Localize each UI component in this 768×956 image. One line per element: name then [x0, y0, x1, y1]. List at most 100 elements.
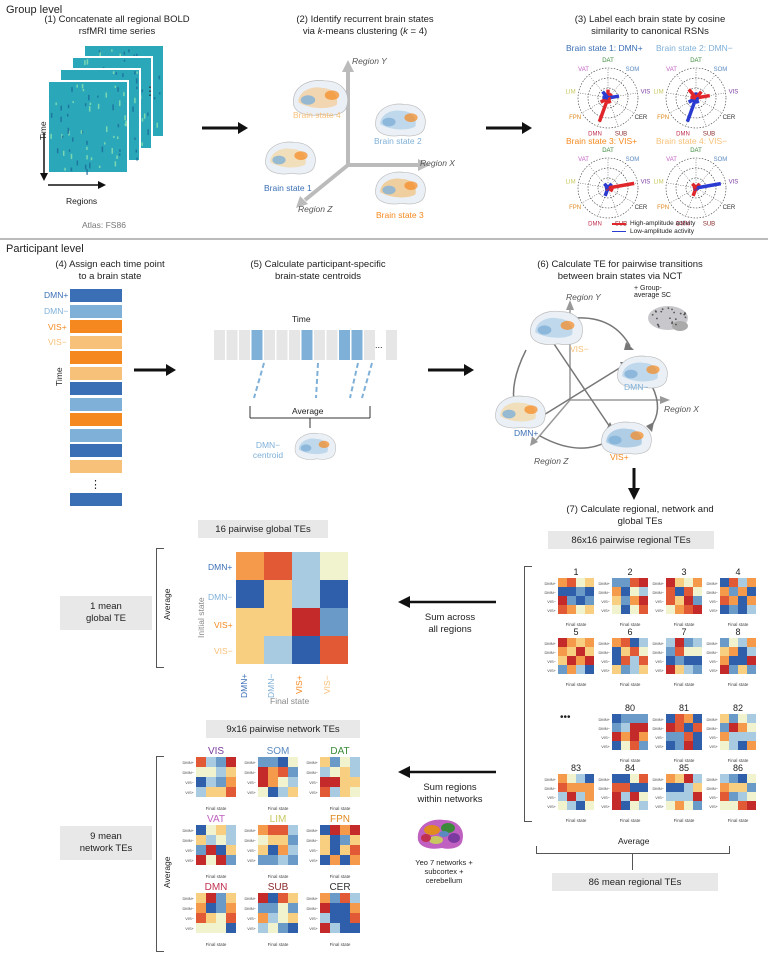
timeline-cell: [251, 330, 263, 360]
mini-heatmap-cell: [639, 605, 648, 614]
mini-heatmap-cell: [666, 732, 675, 741]
network-xlabel: Final state: [330, 942, 351, 947]
network-left-bracket: [156, 756, 164, 952]
mini-heatmap-cell: [630, 596, 639, 605]
mini-heatmap-cell: [621, 732, 630, 741]
mini-heatmap-cell: [226, 855, 236, 865]
kmeans-state-space: [265, 60, 430, 208]
mini-heatmap-cell: [639, 596, 648, 605]
global-heatmap-cell: [292, 608, 320, 636]
regional-row-label: VIS+: [709, 668, 718, 673]
regional-row-label: VIS−: [655, 599, 664, 604]
mini-heatmap-cell: [278, 913, 288, 923]
mini-heatmap-cell: [320, 845, 330, 855]
regional-row-label: DMN−: [545, 650, 557, 655]
regional-heatmap: [612, 578, 648, 614]
mini-heatmap-cell: [621, 596, 630, 605]
regional-xlabel: Final state: [566, 682, 587, 687]
step4-title: (4) Assign each time point to a brain st…: [55, 259, 165, 282]
global-heatmap-cell: [236, 608, 264, 636]
radar-rsn-label: CER: [723, 115, 736, 121]
mini-heatmap-cell: [693, 647, 702, 656]
timeline-cell: [326, 330, 338, 360]
regional-row-label: DMN−: [653, 590, 665, 595]
mini-heatmap-cell: [720, 638, 729, 647]
mini-heatmap-cell: [340, 923, 350, 933]
mini-heatmap-cell: [558, 665, 567, 674]
mini-heatmap-cell: [639, 783, 648, 792]
mini-heatmap-cell: [567, 638, 576, 647]
state-time-block: [70, 320, 122, 333]
mini-heatmap-cell: [216, 845, 226, 855]
mini-heatmap-cell: [738, 656, 747, 665]
mini-heatmap-cell: [612, 596, 621, 605]
mini-heatmap-cell: [666, 714, 675, 723]
regional-row-label: VIS+: [709, 804, 718, 809]
mini-heatmap-cell: [268, 757, 278, 767]
legend-high-label: High-amplitude activity: [630, 220, 696, 227]
mini-heatmap-cell: [747, 714, 756, 723]
participant-level-label: Participant level: [6, 243, 84, 255]
regional-row-label: VIS+: [547, 804, 556, 809]
state-time-block: [70, 413, 122, 426]
mini-heatmap-cell: [196, 825, 206, 835]
regional-number: 5: [573, 627, 578, 637]
regional-number: 81: [679, 703, 689, 713]
yeo-network-brain-icon: [417, 819, 464, 849]
mini-heatmap-cell: [288, 903, 298, 913]
mini-heatmap-cell: [738, 801, 747, 810]
step2-title: (2) Identify recurrent brain states via …: [260, 14, 470, 37]
regional-row-label: DMN+: [707, 717, 719, 722]
mini-heatmap-cell: [639, 587, 648, 596]
mini-heatmap-cell: [206, 835, 216, 845]
mini-heatmap-cell: [340, 825, 350, 835]
mini-heatmap-cell: [268, 767, 278, 777]
network-heatmap: [320, 757, 360, 797]
regional-row-label: VIS−: [655, 659, 664, 664]
network-xlabel: Final state: [206, 874, 227, 879]
global-heatmap-cell: [320, 552, 348, 580]
mini-heatmap-cell: [268, 893, 278, 903]
mini-heatmap-cell: [675, 783, 684, 792]
mini-heatmap-cell: [585, 656, 594, 665]
global-heatmap-cell: [320, 608, 348, 636]
mini-heatmap-cell: [729, 647, 738, 656]
regional-row-label: VIS+: [655, 608, 664, 613]
network-name: DMN: [205, 882, 228, 893]
network-row-label: DMN−: [307, 838, 319, 843]
network-mean-box: 9 mean network TEs: [60, 826, 152, 860]
mini-heatmap-cell: [666, 587, 675, 596]
radar-rsn-label: SOM: [626, 157, 640, 163]
sum-all-regions-label: Sum across all regions: [424, 612, 476, 635]
mini-heatmap-cell: [576, 656, 585, 665]
network-row-label: VIS−: [247, 916, 256, 921]
mini-heatmap-cell: [675, 665, 684, 674]
mini-heatmap-cell: [258, 767, 268, 777]
radar-rsn-label: DAT: [602, 148, 614, 154]
step2-line1: (2) Identify recurrent brain states: [296, 14, 434, 25]
mini-heatmap-cell: [684, 647, 693, 656]
mini-heatmap-cell: [693, 578, 702, 587]
mini-heatmap-cell: [340, 787, 350, 797]
regional-row-label: DMN−: [599, 650, 611, 655]
network-row-label: DMN+: [183, 760, 195, 765]
radar-activity-spoke: [687, 88, 698, 100]
mini-heatmap-cell: [567, 596, 576, 605]
mini-heatmap-cell: [288, 845, 298, 855]
mini-heatmap-cell: [567, 605, 576, 614]
network-row-label: DMN+: [245, 760, 257, 765]
mini-heatmap-cell: [747, 578, 756, 587]
mini-heatmap-cell: [320, 777, 330, 787]
mini-heatmap-cell: [675, 596, 684, 605]
atlas-label: Atlas: FS86: [82, 220, 126, 230]
mini-heatmap-cell: [196, 923, 206, 933]
mini-heatmap-cell: [675, 732, 684, 741]
regional-heatmap: [720, 774, 756, 810]
regional-heatmap: [612, 774, 648, 810]
regional-row-label: DMN+: [653, 777, 665, 782]
mini-heatmap-cell: [639, 723, 648, 732]
region-x-label: Region X: [420, 158, 455, 168]
regional-row-label: DMN−: [653, 650, 665, 655]
mini-heatmap-cell: [747, 596, 756, 605]
